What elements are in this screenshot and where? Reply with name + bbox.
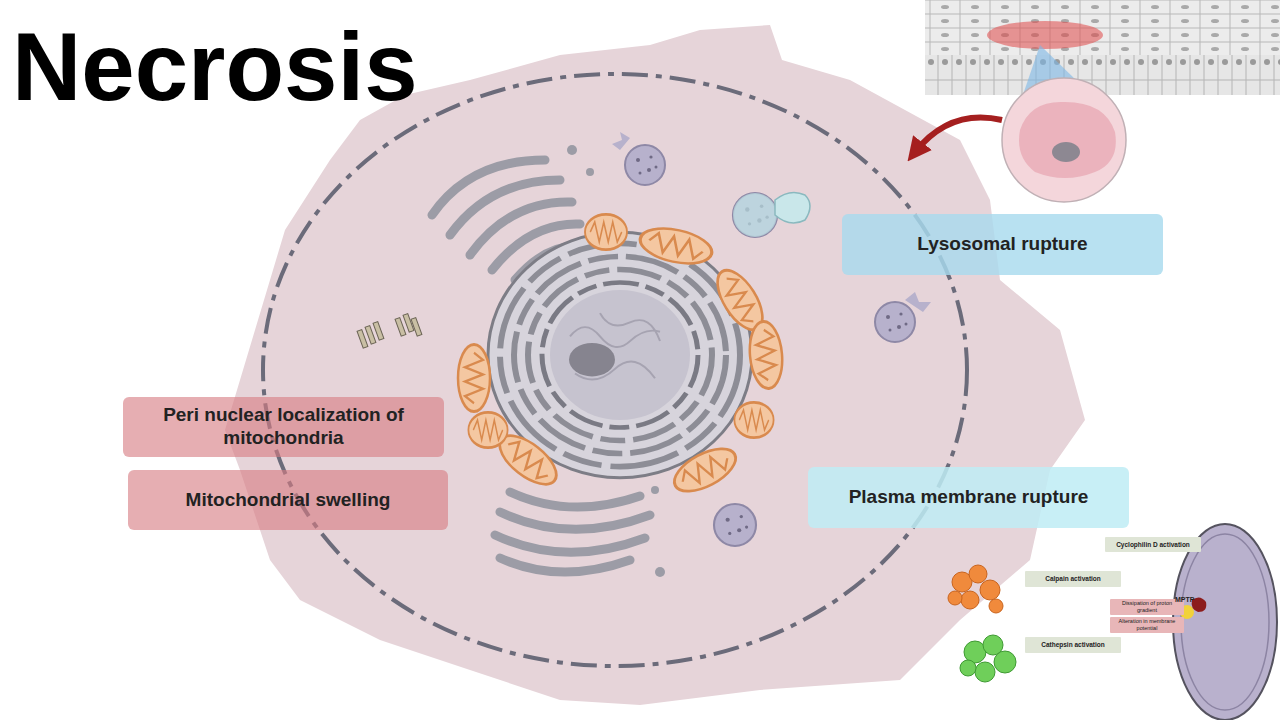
protein-domain [975,662,995,682]
node-text: Peri nuclear localization of mitochondri… [133,404,434,450]
ruptured-lysosome [733,193,777,237]
mitochondrion [637,223,715,269]
inset-mitochondrion [1173,524,1277,720]
lysosome-debris [775,192,810,223]
chromatin [570,313,660,379]
ribosome [395,318,406,337]
protein-domain [948,591,962,605]
mitochondrion [458,344,490,411]
lysosome [714,504,756,546]
ribosome [357,330,368,349]
protein-domain [969,565,987,583]
cell-body [225,25,1085,705]
lysosome-tint [733,193,777,237]
node-text: Lysosomal rupture [917,233,1087,256]
event-box: Mitochondrial swelling [128,470,448,530]
mechanism-tag: Calpain activation [1025,571,1121,587]
node-text: Cathepsin activation [1041,641,1105,649]
event-box: Lysosomal rupture [842,214,1163,275]
calpain-protein [948,565,1003,613]
nucleoplasm [550,290,690,420]
endoplasmic-reticulum [542,282,698,427]
node-text: Dissipation of proton gradient [1112,600,1182,613]
endoplasmic-reticulum [528,269,712,440]
cathepsin-protein [960,635,1016,682]
mechanism-tag: Cyclophilin D activation [1105,537,1201,552]
mitochondrion [468,412,507,447]
zoom-arrow [915,117,1002,152]
mitochondrion [585,214,627,249]
tissue-inset [915,0,1280,202]
golgi-cisterna [510,492,640,507]
nucleolus [569,343,615,376]
node-text: Calpain activation [1045,575,1101,583]
mitochondrion [747,320,785,390]
golgi-cisterna [500,558,630,572]
golgi-apparatus [495,492,650,572]
vesicle [586,168,594,176]
zoomed-nucleus [1052,142,1080,162]
columnar-layer [925,55,1280,95]
pore-label: MPTP [1175,596,1194,603]
lysosome-debris [612,132,630,150]
effect-tag: Alteration in membrane potential [1110,617,1184,633]
mitochondria [458,214,785,500]
mitochondrion [668,440,742,500]
ruptured-lysosome [875,302,915,342]
zoomed-cell [1019,102,1116,178]
squamous-layer [925,0,1280,55]
mptp-inset [948,524,1277,720]
node-text: Alteration in membrane potential [1112,618,1182,631]
protein-domain [980,580,1000,600]
lysosome-debris [905,292,931,312]
ribosome-cluster [357,314,422,349]
node-text: Cyclophilin D activation [1116,541,1190,549]
ruptured-lysosome [625,145,665,185]
vesicle [655,567,665,577]
diagram-title: Necrosis [12,19,418,115]
vesicle [567,145,577,155]
event-box: Plasma membrane rupture [808,467,1129,528]
zoom-circle [1002,78,1126,202]
protein-domain [989,599,1003,613]
endoplasmic-reticulum [514,256,726,453]
protein-domain [994,651,1016,673]
necrotic-focus [987,21,1103,49]
ribosome [373,322,384,341]
plasma-membrane [263,74,967,666]
golgi-cisterna [495,535,645,552]
mitochondrion [734,402,773,437]
protein-domain [960,660,976,676]
effect-tag: Dissipation of proton gradient [1110,599,1184,615]
node-text: Plasma membrane rupture [849,486,1089,509]
ribosome [365,326,376,345]
node-text: Mitochondrial swelling [186,489,391,512]
golgi-cisterna [500,512,650,529]
ribosome [411,318,422,337]
endoplasmic-reticulum [500,243,740,466]
event-box: Peri nuclear localization of mitochondri… [123,397,444,457]
protein-domain [961,591,979,609]
vesicle [651,486,659,494]
mechanism-tag: Cathepsin activation [1025,637,1121,653]
inner-membrane [1181,534,1269,710]
